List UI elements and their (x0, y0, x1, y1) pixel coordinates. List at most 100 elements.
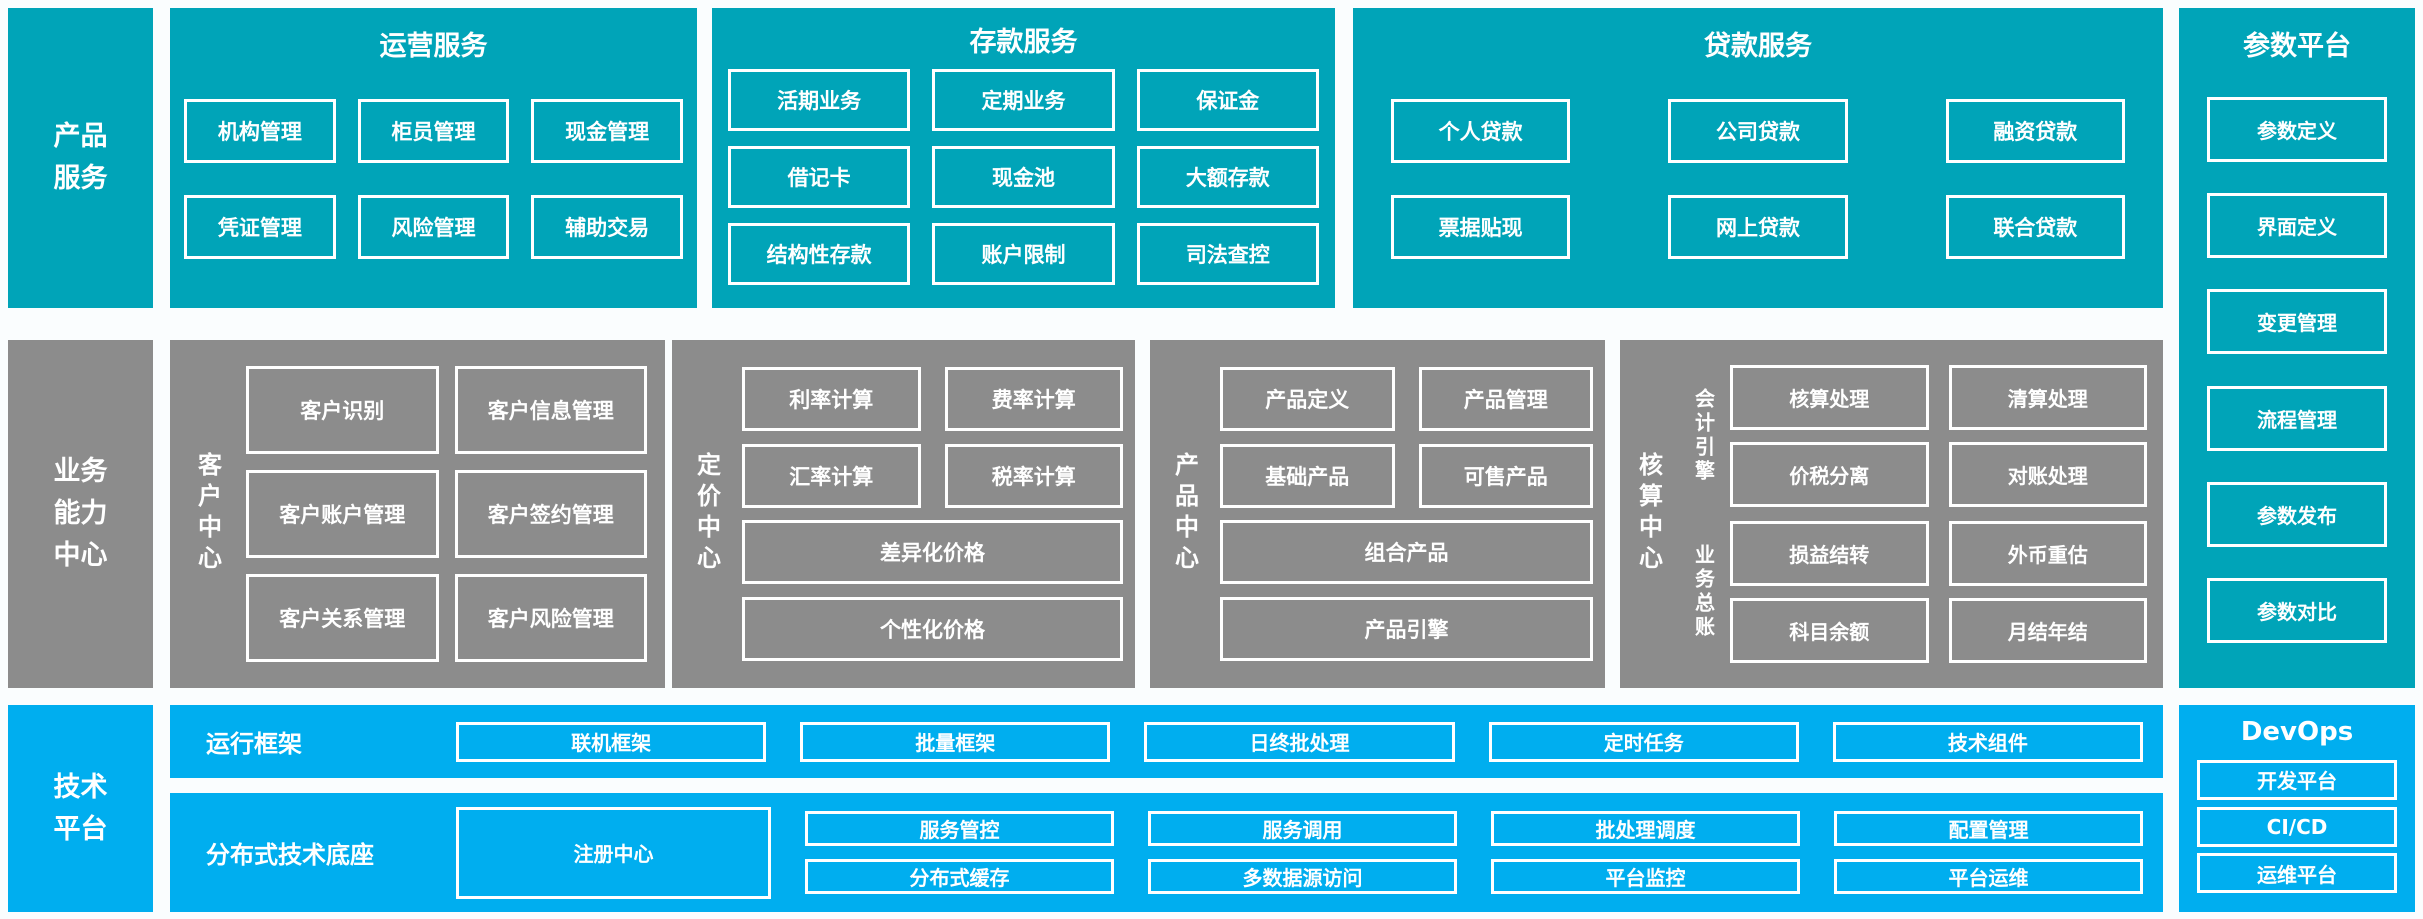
pnl-carryover-box: 损益结转 (1730, 521, 1929, 587)
process-management-box: 流程管理 (2207, 385, 2387, 451)
pricing-center-label-text: 定价中心 (692, 452, 721, 576)
structured-deposit-box: 结构性存款 (728, 223, 911, 285)
product-management-box: 产品管理 (1418, 366, 1593, 431)
batch-scheduling-box: 批处理调度 (1491, 811, 1800, 846)
judicial-control-box: 司法查控 (1136, 223, 1319, 285)
panel-customer-center: 客户中心 客户识别 客户信息管理 客户账户管理 客户签约管理 客户关系管理 客户… (170, 340, 665, 688)
fee-rate-calc-box: 费率计算 (944, 366, 1123, 431)
panel-loan-services: 贷款服务 个人贷款 公司贷款 融资贷款 票据贴现 网上贷款 联合贷款 (1353, 8, 2163, 308)
param-definition-box: 参数定义 (2207, 97, 2387, 163)
month-year-end-box: 月结年结 (1948, 598, 2147, 664)
cash-management-box: 现金管理 (531, 98, 684, 163)
bill-discount-box: 票据贴现 (1391, 195, 1571, 260)
service-governance-box: 服务管控 (805, 811, 1114, 846)
loan-services-title: 贷款服务 (1704, 31, 1812, 62)
distributed-col-3: 批处理调度 平台监控 (1491, 811, 1800, 894)
risk-management-box: 风险管理 (357, 195, 510, 260)
registry-center-box: 注册中心 (456, 806, 771, 899)
clearing-processing-box: 清算处理 (1948, 364, 2147, 430)
panel-devops: DevOps 开发平台 CI/CD 运维平台 (2179, 705, 2415, 912)
large-deposit-box: 大额存款 (1136, 146, 1319, 208)
pricing-center-label: 定价中心 (672, 340, 742, 688)
accounting-center-label-text: 核算中心 (1634, 452, 1663, 576)
multi-datasource-box: 多数据源访问 (1148, 859, 1457, 894)
platform-ops-box: 平台运维 (1834, 859, 2143, 894)
config-management-box: 配置管理 (1834, 811, 2143, 846)
panel-distributed-base: 分布式技术底座 注册中心 服务管控 分布式缓存 服务调用 多数据源访问 批处理调… (170, 793, 2163, 912)
personal-loan-box: 个人贷款 (1391, 98, 1571, 163)
distributed-col-2: 服务调用 多数据源访问 (1148, 811, 1457, 894)
customer-contract-management-box: 客户签约管理 (454, 470, 647, 558)
runtime-framework-label: 运行框架 (206, 730, 302, 758)
business-ledger-label-text: 业务总账 (1691, 544, 1716, 641)
scheduled-task-box: 定时任务 (1488, 721, 1799, 762)
product-center-label: 产品中心 (1150, 340, 1220, 688)
parameter-platform-title: 参数平台 (2243, 31, 2351, 62)
ops-platform-box: 运维平台 (2197, 853, 2397, 894)
customer-account-management-box: 客户账户管理 (246, 470, 439, 558)
sidebar-label-product-services: 产品 服务 (8, 8, 153, 308)
panel-product-center: 产品中心 产品定义 产品管理 基础产品 可售产品 组合产品 产品引擎 (1150, 340, 1605, 688)
cicd-box: CI/CD (2197, 806, 2397, 847)
deposit-services-title: 存款服务 (969, 27, 1078, 58)
interest-rate-calc-box: 利率计算 (742, 366, 921, 431)
accounting-engine-label: 会计引擎 (1678, 365, 1730, 507)
time-deposit-box: 定期业务 (932, 69, 1115, 131)
panel-accounting-center: 核算中心 会计引擎 核算处理 清算处理 价税分离 对账处理 业务总账 损 (1620, 340, 2163, 688)
price-tax-separation-box: 价税分离 (1730, 441, 1929, 507)
customer-info-management-box: 客户信息管理 (454, 366, 647, 454)
batch-framework-box: 批量框架 (800, 721, 1111, 762)
sidebar-label-tech-platform: 技术 平台 (8, 705, 153, 912)
service-invocation-box: 服务调用 (1148, 811, 1457, 846)
product-definition-box: 产品定义 (1220, 366, 1395, 431)
panel-operation-services: 运营服务 机构管理 柜员管理 现金管理 凭证管理 风险管理 辅助交易 (170, 8, 697, 308)
sidebar-label-business-capability: 业务 能力 中心 (8, 340, 153, 688)
platform-monitoring-box: 平台监控 (1491, 859, 1800, 894)
combined-product-box: 组合产品 (1220, 520, 1593, 585)
margin-deposit-box: 保证金 (1136, 69, 1319, 131)
fx-revaluation-box: 外币重估 (1948, 521, 2147, 587)
basic-product-box: 基础产品 (1220, 443, 1395, 508)
account-restriction-box: 账户限制 (932, 223, 1115, 285)
exchange-rate-calc-box: 汇率计算 (742, 443, 921, 508)
accounting-engine-group: 会计引擎 核算处理 清算处理 价税分离 对账处理 (1678, 364, 2147, 507)
reconciliation-box: 对账处理 (1948, 441, 2147, 507)
distributed-col-4: 配置管理 平台运维 (1834, 811, 2143, 894)
panel-runtime-framework: 运行框架 联机框架 批量框架 日终批处理 定时任务 技术组件 (170, 705, 2163, 778)
panel-pricing-center: 定价中心 利率计算 费率计算 汇率计算 税率计算 差异化价格 个性化价格 (672, 340, 1135, 688)
customer-center-label: 客户中心 (170, 340, 246, 688)
distributed-col-1: 服务管控 分布式缓存 (805, 811, 1114, 894)
distributed-base-label: 分布式技术底座 (206, 841, 374, 869)
product-center-label-text: 产品中心 (1170, 452, 1199, 576)
voucher-management-box: 凭证管理 (184, 195, 336, 260)
dev-platform-box: 开发平台 (2197, 759, 2397, 800)
differentiated-pricing-box: 差异化价格 (742, 520, 1123, 585)
online-framework-box: 联机框架 (456, 721, 767, 762)
syndicated-loan-box: 联合贷款 (1945, 195, 2125, 260)
personalized-pricing-box: 个性化价格 (742, 597, 1123, 662)
org-management-box: 机构管理 (184, 98, 336, 163)
ui-definition-box: 界面定义 (2207, 193, 2387, 259)
customer-risk-management-box: 客户风险管理 (454, 574, 647, 662)
business-ledger-group: 业务总账 损益结转 外币重估 科目余额 月结年结 (1678, 521, 2147, 664)
cash-pool-box: 现金池 (932, 146, 1115, 208)
debit-card-box: 借记卡 (728, 146, 911, 208)
financing-loan-box: 融资贷款 (1945, 98, 2125, 163)
param-release-box: 参数发布 (2207, 481, 2387, 547)
online-loan-box: 网上贷款 (1668, 195, 1848, 260)
corporate-loan-box: 公司贷款 (1668, 98, 1848, 163)
sellable-product-box: 可售产品 (1418, 443, 1593, 508)
accounting-processing-box: 核算处理 (1730, 364, 1929, 430)
eod-batch-box: 日终批处理 (1144, 721, 1455, 762)
tax-rate-calc-box: 税率计算 (944, 443, 1123, 508)
teller-management-box: 柜员管理 (357, 98, 510, 163)
tech-component-box: 技术组件 (1832, 721, 2144, 762)
business-ledger-label: 业务总账 (1678, 521, 1730, 663)
accounting-center-label: 核算中心 (1620, 340, 1678, 688)
auxiliary-transaction-box: 辅助交易 (531, 195, 684, 260)
product-engine-box: 产品引擎 (1220, 597, 1593, 662)
operation-services-title: 运营服务 (379, 31, 488, 62)
param-compare-box: 参数对比 (2207, 577, 2387, 643)
customer-identification-box: 客户识别 (246, 366, 439, 454)
